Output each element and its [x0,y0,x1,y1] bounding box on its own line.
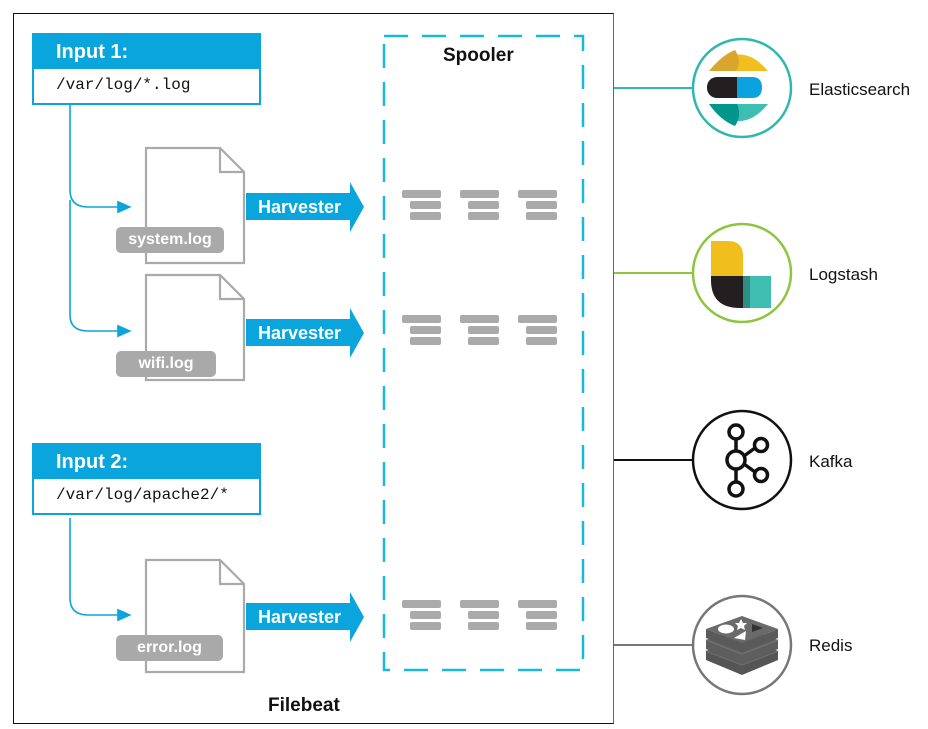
event-bar [518,315,557,323]
event-bar [460,315,499,323]
event-bar [468,212,499,220]
input-1-title: Input 1: [34,35,259,69]
event-bar [468,611,499,619]
output-label-elasticsearch: Elasticsearch [809,80,911,99]
event-stack-icon [518,315,557,345]
event-stack-icon [402,190,441,220]
file-label-wifi: wifi.log [116,351,216,377]
event-bar [518,600,557,608]
event-bar [410,622,441,630]
input-1-path: /var/log/*.log [56,76,191,94]
event-bar [526,212,557,220]
event-bar [526,337,557,345]
event-bar [460,190,499,198]
redis-logo-icon [691,594,793,696]
connector-input1-wifi [69,200,132,338]
input-1-box: Input 1: /var/log/*.log [32,33,261,105]
event-stack-icon [460,600,499,630]
event-stack-icon [402,600,441,630]
event-bar [468,622,499,630]
harvester-label-1: Harvester [258,197,342,217]
event-stack-icon [402,315,441,345]
event-stack-icon [460,190,499,220]
output-label-redis: Redis [809,636,853,655]
event-bar [468,337,499,345]
spooler-title: Spooler [443,45,514,66]
harvester-label-2: Harvester [258,323,342,343]
event-stack-icon [518,600,557,630]
logstash-logo-icon [691,222,793,324]
input-2-title: Input 2: [34,445,259,479]
filebeat-container [13,13,614,724]
connector-input2-error [69,518,132,622]
event-bar [410,201,441,209]
kafka-logo-icon [691,409,793,511]
event-bar [518,190,557,198]
event-bar [526,622,557,630]
event-stack-icon [518,190,557,220]
event-bar [526,326,557,334]
harvester-label-3: Harvester [258,607,342,627]
file-label-system: system.log [116,227,224,253]
event-bar [410,611,441,619]
connector-input1-system [69,102,132,214]
event-bar [402,600,441,608]
harvester-arrow-1 [246,182,364,232]
harvester-arrow-2 [246,308,364,358]
output-label-logstash: Logstash [809,265,878,284]
event-bar [526,611,557,619]
event-bar [410,212,441,220]
output-label-kafka: Kafka [809,452,853,471]
input-2-path: /var/log/apache2/* [56,486,229,504]
elasticsearch-logo-icon [691,37,793,139]
spooler-box [382,34,585,672]
event-bar [460,600,499,608]
event-bar [468,326,499,334]
event-bar [410,326,441,334]
event-bar [468,201,499,209]
event-bar [410,337,441,345]
file-label-error: error.log [116,635,223,661]
event-bar [402,315,441,323]
harvester-arrow-3 [246,592,364,642]
event-stack-icon [460,315,499,345]
event-bar [526,201,557,209]
input-2-box: Input 2: /var/log/apache2/* [32,443,261,515]
event-bar [402,190,441,198]
filebeat-title: Filebeat [268,695,340,716]
